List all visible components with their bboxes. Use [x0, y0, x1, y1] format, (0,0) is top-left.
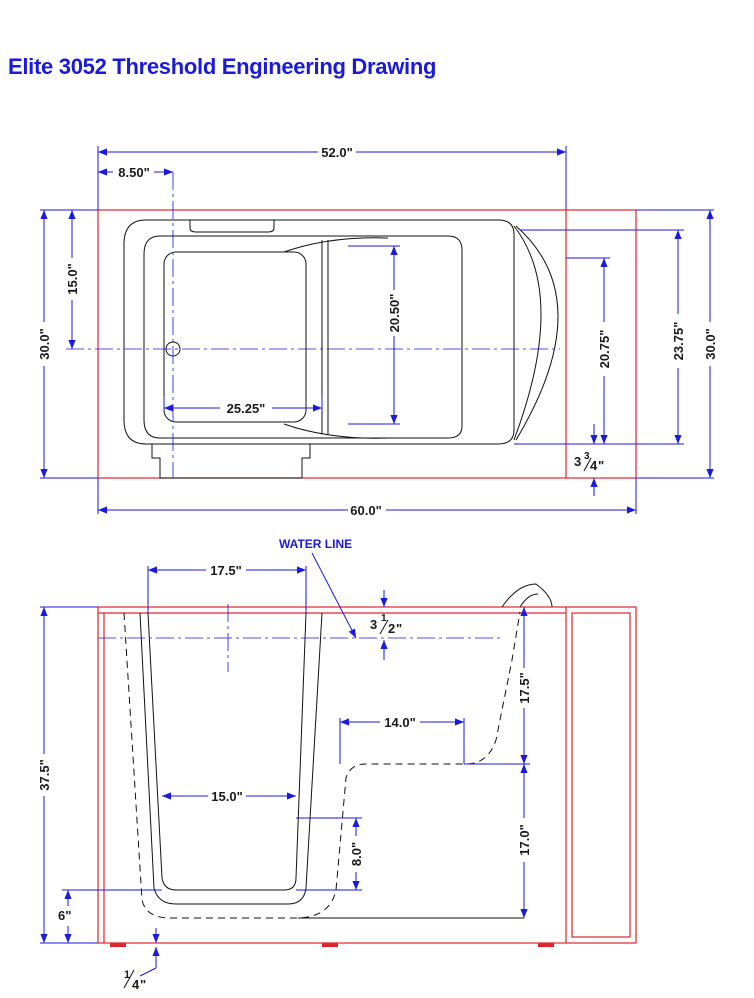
side-shell-dashed — [123, 611, 521, 919]
side-door-panel — [571, 612, 631, 938]
dim-60-label: 60.0" — [350, 503, 381, 518]
dim-15-bottom-label: 15.0" — [211, 789, 242, 804]
side-seatback-inner — [519, 593, 539, 608]
water-line-leader — [311, 552, 357, 639]
dim-total-width-right: 30.0" — [636, 209, 718, 479]
svg-text:": " — [396, 621, 402, 636]
foot-1 — [110, 943, 126, 947]
top-base — [151, 444, 311, 479]
foot-3 — [538, 943, 554, 947]
dim-52-label: 52.0" — [321, 145, 352, 160]
dim-seat-length: 14.0" — [339, 715, 465, 764]
side-footwell-inner — [147, 612, 307, 891]
dim-half-width: 15.0" — [65, 209, 98, 349]
leg-numerator: 1 — [124, 969, 130, 981]
dim-door-depth: 20.75" — [566, 257, 612, 444]
top-handle-slot — [189, 220, 275, 233]
seat-curve-top — [283, 237, 389, 253]
dim-back-height: 17.5" — [464, 607, 532, 765]
freeboard-numerator: 1 — [381, 613, 387, 624]
gap-numerator: 3 — [584, 451, 590, 462]
side-frame — [97, 606, 637, 944]
top-tub-outer — [123, 219, 515, 445]
dim-37-5-label: 37.5" — [37, 759, 52, 790]
dim-gap: 3 3 4 " — [514, 424, 604, 496]
dim-bottom-width: 15.0" — [162, 789, 296, 804]
dim-freeboard: 3 1 2 " — [370, 590, 402, 660]
side-view: WATER LINE 17.5" 3 1 2 " 14.0" — [37, 537, 637, 992]
dim-15-label: 15.0" — [65, 263, 80, 294]
dim-top-opening: 17.5" — [147, 563, 307, 613]
dim-17-5-right-label: 17.5" — [517, 672, 532, 703]
dim-20-50-label: 20.50" — [387, 294, 402, 333]
freeboard-denominator: 2 — [388, 621, 395, 636]
seat-curve-bottom — [283, 423, 389, 439]
top-door-inner — [513, 225, 542, 441]
dim-drain-offset: 8.50" — [98, 165, 173, 180]
dim-6-label: 6" — [58, 908, 71, 923]
dim-footwell-length: 25.25" — [163, 396, 323, 416]
gap-denominator: 4 — [590, 458, 598, 473]
dim-step-height: 8.0" — [296, 817, 364, 891]
side-footwell-outer — [139, 612, 323, 905]
dim-8-50-label: 8.50" — [118, 165, 149, 180]
dim-seat-depth: 20.50" — [348, 245, 402, 425]
foot-2 — [322, 943, 338, 947]
dim-25-25-label: 25.25" — [227, 401, 266, 416]
dim-total-height: 37.5" — [37, 606, 98, 944]
page-title: Elite 3052 Threshold Engineering Drawing — [8, 54, 437, 79]
dim-leg: 1 4 " — [123, 928, 160, 992]
dim-17-5-top-label: 17.5" — [210, 563, 241, 578]
dim-base-height: 6" — [58, 889, 162, 943]
leg-denominator: 4 — [132, 977, 140, 992]
dim-8-label: 8.0" — [349, 842, 364, 866]
top-view: 52.0" 8.50" 15.0" 30.0" 2 — [37, 145, 718, 518]
dim-seat-height: 17.0" — [517, 764, 532, 918]
dim-30-left-label: 30.0" — [37, 328, 52, 359]
dim-17-0-label: 17.0" — [517, 824, 532, 855]
side-seatback-cap — [501, 583, 553, 608]
dim-30-right-label: 30.0" — [703, 328, 718, 359]
svg-text:": " — [140, 977, 146, 992]
dim-23-75-label: 23.75" — [671, 322, 686, 361]
dim-total-width-left: 30.0" — [37, 209, 98, 479]
dim-20-75-label: 20.75" — [597, 330, 612, 369]
gap-whole: 3 — [574, 454, 581, 469]
water-line-label: WATER LINE — [279, 537, 352, 551]
dim-overall-length: 52.0" — [97, 145, 567, 210]
top-door-outer — [515, 225, 559, 441]
dim-frame-length: 60.0" — [97, 478, 637, 518]
svg-text:": " — [598, 458, 604, 473]
top-frame — [97, 209, 637, 479]
top-tub-inner — [143, 235, 463, 439]
freeboard-whole: 3 — [370, 617, 377, 632]
dim-14-label: 14.0" — [384, 715, 415, 730]
top-footwell — [163, 251, 307, 423]
